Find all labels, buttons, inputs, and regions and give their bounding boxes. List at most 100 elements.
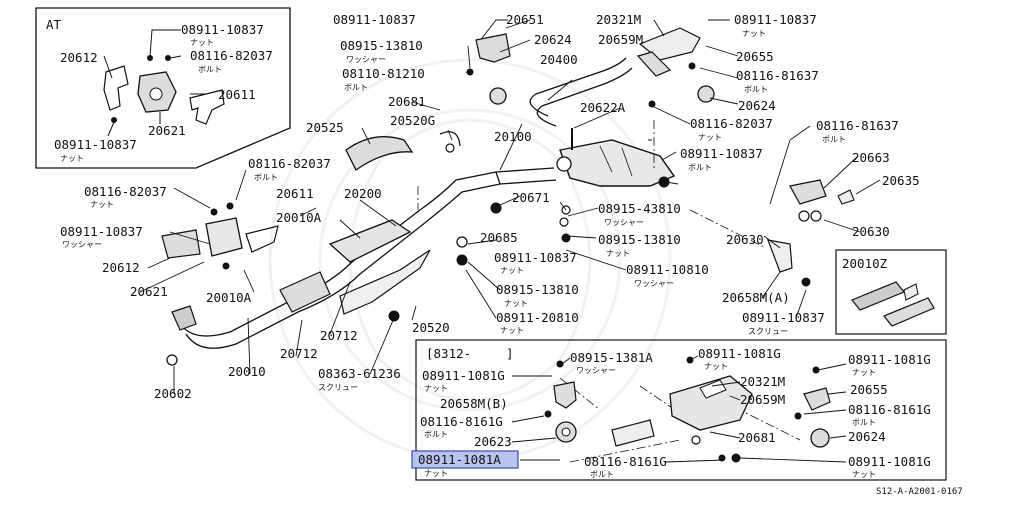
part-08911-10810: 08911-10810 (626, 262, 709, 277)
part-20602: 20602 (154, 386, 192, 401)
part-08116-82037-b: 08116-82037 (248, 156, 331, 171)
part-08911-10837-e: 08911-10837 (494, 250, 577, 265)
part-08116-82037-c: 08116-82037 (84, 184, 167, 199)
part-20400: 20400 (540, 52, 578, 67)
note-washer-c: ナット (606, 249, 630, 258)
part-20520: 20520 (412, 320, 450, 335)
leader-lines (139, 19, 881, 394)
note-nut-g: ナット (500, 326, 524, 335)
sub-part-20655: 20655 (850, 382, 888, 397)
sub-part-20624: 20624 (848, 429, 886, 444)
at-part-08116-82037: 08116-82037 (190, 48, 273, 63)
at-note-nut-2: ナット (60, 154, 84, 163)
at-part-08911-10837-bottom: 08911-10837 (54, 137, 137, 152)
part-08911-10837-a: 08911-10837 (333, 12, 416, 27)
part-20010: 20010 (228, 364, 266, 379)
note-nut-c: ボルト (688, 163, 712, 172)
sub-part-20658mb: 20658M(B) (440, 396, 508, 411)
highlighted-part-08911-1081a: 08911-1081A (418, 452, 501, 467)
at-part-20611: 20611 (218, 87, 256, 102)
sub-note-nut-b: ナット (704, 362, 728, 371)
part-20635: 20635 (882, 173, 920, 188)
part-20010a-b: 20010A (206, 290, 252, 305)
sub-part-08116-8161g-a: 08116-8161G (420, 414, 503, 429)
sub-note-nut-a: ナット (424, 384, 448, 393)
sub-note-washer: ワッシャー (576, 366, 616, 375)
subassembly-box: [8312- ] 08915-1381A ワッシャー 08911-1081G ナ (411, 339, 947, 481)
note-bolt-e: ボルト (254, 173, 278, 182)
part-20712-a: 20712 (320, 328, 358, 343)
sub-part-20659m: 20659M (740, 392, 785, 407)
sub-note-nut-e: ナット (852, 470, 876, 479)
part-20651: 20651 (506, 12, 544, 27)
part-20681-a: 20681 (388, 94, 426, 109)
part-08116-81637-a: 08116-81637 (736, 68, 819, 83)
repair-kit-title: 20010Z (842, 256, 888, 271)
at-inset-box: AT 08911-10837 ナット 08116-82037 ボルト 20612… (35, 7, 291, 169)
note-nut-e: ナット (500, 266, 524, 275)
part-08116-82037-a: 08116-82037 (690, 116, 773, 131)
part-20630-b: 20630 (852, 224, 890, 239)
sub-part-08911-1081g-b: 08911-1081G (698, 346, 781, 361)
part-20010a-a: 20010A (276, 210, 322, 225)
sub-part-08911-1081g-a: 08911-1081G (422, 368, 505, 383)
note-nut-d: ワッシャー (62, 240, 102, 249)
sub-part-08911-1081g-d: 08911-1081G (848, 454, 931, 469)
repair-kit-box: 20010Z (835, 249, 947, 335)
at-part-20612: 20612 (60, 50, 98, 65)
note-bolt-a: ボルト (344, 83, 368, 92)
part-20658ma: 20658M(A) (722, 290, 790, 305)
part-20525: 20525 (306, 120, 344, 135)
sub-note-nut-d: ナット (424, 469, 448, 478)
part-20671: 20671 (512, 190, 550, 205)
part-20659m-a: 20659M (598, 32, 643, 47)
part-20520g: 20520G (390, 113, 435, 128)
part-08116-81637-b: 08116-81637 (816, 118, 899, 133)
sub-part-08116-8161g-c: 08116-8161G (584, 454, 667, 469)
part-08915-13810-b: 08915-13810 (598, 232, 681, 247)
part-20655-a: 20655 (736, 49, 774, 64)
sub-part-08915-1381a: 08915-1381A (570, 350, 653, 365)
part-08110-81210: 08110-81210 (342, 66, 425, 81)
sub-part-20681: 20681 (738, 430, 776, 445)
note-washer-d: ナット (504, 299, 528, 308)
note-washer-a: ワッシャー (346, 55, 386, 64)
part-20200: 20200 (344, 186, 382, 201)
footer-reference: S12-A-A2001-0167 (876, 487, 963, 497)
sub-note-bolt-c: ボルト (590, 470, 614, 479)
part-08915-13810-c: 08915-13810 (496, 282, 579, 297)
sub-note-bolt-b: ボルト (852, 418, 876, 427)
sub-part-20623: 20623 (474, 434, 512, 449)
highlight-box (411, 450, 519, 469)
note-washer-b: ワッシャー (604, 218, 644, 227)
sub-note-bolt-a: ボルト (424, 430, 448, 439)
main-part-labels: 08911-10837 20651 20321M 08911-10837 ナット… (60, 12, 920, 401)
note-nut-h: スクリュー (748, 327, 788, 336)
part-20685: 20685 (480, 230, 518, 245)
part-20621: 20621 (130, 284, 168, 299)
part-08915-13810-a: 08915-13810 (340, 38, 423, 53)
part-08911-10837-c: 08911-10837 (680, 146, 763, 161)
part-08911-10837-f: 08911-10837 (742, 310, 825, 325)
exhaust-system-drawing (161, 27, 855, 366)
note-bolt-c: ナット (698, 133, 722, 142)
part-08915-43810: 08915-43810 (598, 201, 681, 216)
part-08911-10837-b: 08911-10837 (734, 12, 817, 27)
at-part-20621: 20621 (148, 123, 186, 138)
at-box-title: AT (46, 17, 62, 32)
part-20622a: 20622A (580, 100, 626, 115)
subassembly-title-close: ] (506, 346, 514, 361)
note-bolt-d: ボルト (822, 135, 846, 144)
note-nut-f: ワッシャー (634, 279, 674, 288)
part-20611: 20611 (276, 186, 314, 201)
part-20321m: 20321M (596, 12, 641, 27)
note-bolt-b: ボルト (744, 85, 768, 94)
part-08363-61236: 08363-61236 (318, 366, 401, 381)
part-20712-b: 20712 (280, 346, 318, 361)
part-20663: 20663 (852, 150, 890, 165)
note-nut-b: ナット (742, 29, 766, 38)
sub-note-nut-c: ナット (852, 368, 876, 377)
at-part-08911-10837-top: 08911-10837 (181, 22, 264, 37)
